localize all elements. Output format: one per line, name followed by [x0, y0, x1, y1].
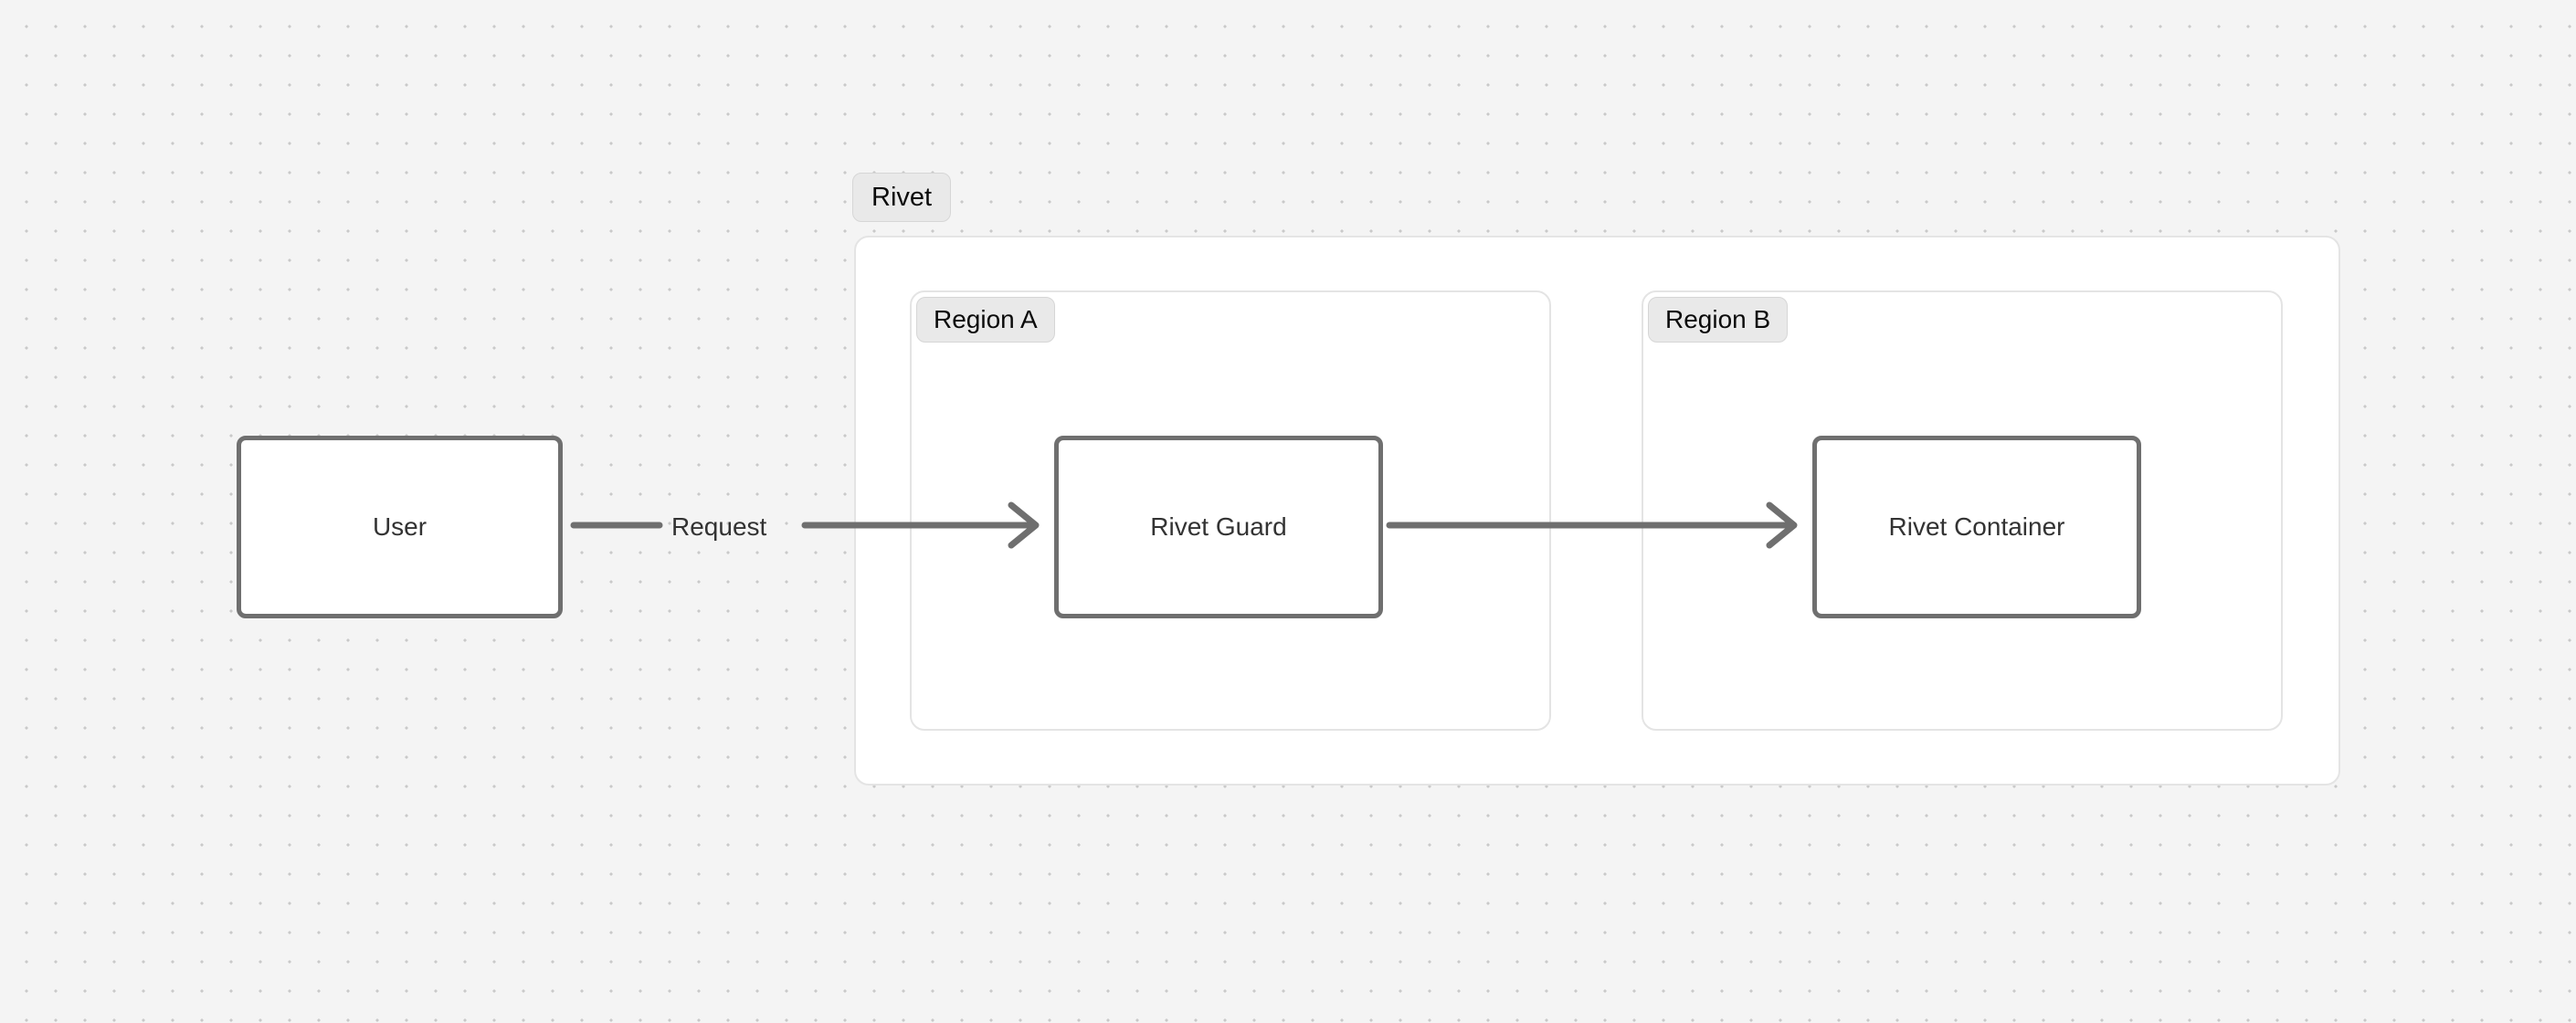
group-rivet-label[interactable]: Rivet — [852, 173, 952, 222]
node-rivet-guard[interactable]: Rivet Guard — [1054, 436, 1383, 618]
group-region-a-label[interactable]: Region A — [916, 297, 1055, 343]
group-region-b-label[interactable]: Region B — [1648, 297, 1789, 343]
node-rivet-guard-label: Rivet Guard — [1150, 512, 1287, 541]
node-user[interactable]: User — [237, 436, 563, 618]
node-user-label: User — [372, 512, 428, 541]
edge-label-request[interactable]: Request — [671, 512, 767, 541]
node-rivet-container-label: Rivet Container — [1888, 512, 2065, 541]
node-rivet-container[interactable]: Rivet Container — [1812, 436, 2141, 618]
